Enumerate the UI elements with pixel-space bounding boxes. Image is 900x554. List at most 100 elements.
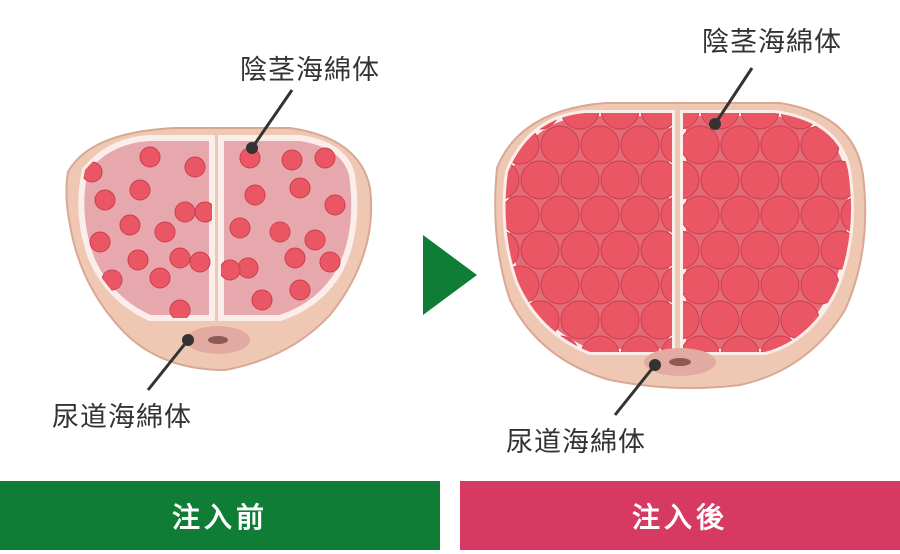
after-cell <box>740 300 780 340</box>
after-cell <box>640 230 672 270</box>
before-cell <box>304 229 326 251</box>
after-cell <box>505 335 540 352</box>
before-cross-section <box>65 89 373 391</box>
after-cell <box>760 195 800 235</box>
after-cell <box>620 125 660 165</box>
before-lower-leader-dot <box>182 334 194 346</box>
before-cell <box>324 194 346 216</box>
after-cell <box>683 230 700 270</box>
play-triangle-icon <box>423 235 477 315</box>
after-cell <box>520 160 560 200</box>
after-upper-leader-dot <box>709 118 721 130</box>
after-cell <box>540 195 580 235</box>
before-cell <box>244 184 266 206</box>
after-cell <box>720 195 760 235</box>
before-urethra-lumen <box>208 336 228 344</box>
before-left-cells <box>81 146 212 318</box>
before-upper-leader-line <box>250 89 294 149</box>
after-caption-bar: 注入後 <box>460 481 900 550</box>
after-cell <box>580 125 620 165</box>
before-cell <box>189 251 211 273</box>
after-cell <box>780 230 820 270</box>
before-cell <box>284 247 306 269</box>
after-cross-section <box>494 67 867 416</box>
before-upper-leader-dot <box>246 142 258 154</box>
after-cell <box>720 125 760 165</box>
after-cell <box>660 195 672 235</box>
after-cell <box>720 335 760 352</box>
before-cell <box>237 257 259 279</box>
before-lower-leader-line <box>146 339 190 391</box>
after-cell <box>600 160 640 200</box>
after-cell <box>740 230 780 270</box>
before-cell <box>289 279 311 301</box>
after-urethra-lumen <box>669 358 691 366</box>
before-cell <box>154 221 176 243</box>
after-cell <box>580 195 620 235</box>
after-cell <box>700 230 740 270</box>
after-cell <box>600 300 640 340</box>
after-cell <box>800 195 840 235</box>
before-cell <box>194 201 212 223</box>
after-cell <box>740 113 780 130</box>
before-caption-bar: 注入前 <box>0 481 440 550</box>
after-cell <box>700 160 740 200</box>
after-lower-leader-dot <box>649 359 661 371</box>
after-corpus-cavernosum-label: 陰茎海綿体 <box>702 27 842 58</box>
after-cell <box>700 113 740 130</box>
before-corpus-cavernosum-label: 陰茎海綿体 <box>240 55 380 86</box>
before-cell <box>149 267 171 289</box>
after-left-cells <box>505 113 672 352</box>
after-cell <box>780 160 820 200</box>
after-cell <box>683 335 720 352</box>
after-cell <box>840 335 852 352</box>
after-cell <box>683 113 700 130</box>
before-caption: 注入前 <box>171 500 268 534</box>
before-cell <box>184 156 206 178</box>
before-cell <box>319 251 341 273</box>
before-cell <box>119 214 141 236</box>
after-cell <box>640 113 672 130</box>
before-cell <box>169 247 191 269</box>
after-cell <box>505 113 520 130</box>
after-cell <box>560 113 600 130</box>
after-caption: 注入後 <box>631 500 728 534</box>
before-cell <box>139 146 161 168</box>
after-cell <box>660 265 672 305</box>
before-corpus-spongiosum-label: 尿道海綿体 <box>52 402 192 433</box>
after-cell <box>683 300 700 340</box>
before-cell <box>229 217 251 239</box>
after-cell <box>505 195 540 235</box>
after-cell <box>505 160 520 200</box>
after-cell <box>540 265 580 305</box>
after-cell <box>520 230 560 270</box>
after-cell <box>660 125 672 165</box>
after-cell <box>620 265 660 305</box>
after-cell <box>600 113 640 130</box>
after-lower-leader-line <box>613 364 657 416</box>
before-cell <box>89 231 111 253</box>
before-cell <box>174 201 196 223</box>
before-cell <box>127 249 149 271</box>
after-upper-leader-line <box>713 67 754 125</box>
after-corpus-spongiosum-label: 尿道海綿体 <box>506 427 646 458</box>
before-cell <box>169 299 191 318</box>
after-cell <box>560 300 600 340</box>
after-cell <box>760 265 800 305</box>
after-cell <box>620 195 660 235</box>
after-cell <box>720 265 760 305</box>
before-cell <box>281 149 303 171</box>
after-cell <box>740 160 780 200</box>
after-cell <box>760 125 800 165</box>
before-cell <box>251 289 273 311</box>
after-cell <box>540 125 580 165</box>
before-cell <box>289 177 311 199</box>
after-cell <box>640 160 672 200</box>
after-cell <box>660 335 672 352</box>
after-cell <box>560 230 600 270</box>
after-cell <box>640 300 672 340</box>
after-cell <box>560 160 600 200</box>
after-cell <box>700 300 740 340</box>
